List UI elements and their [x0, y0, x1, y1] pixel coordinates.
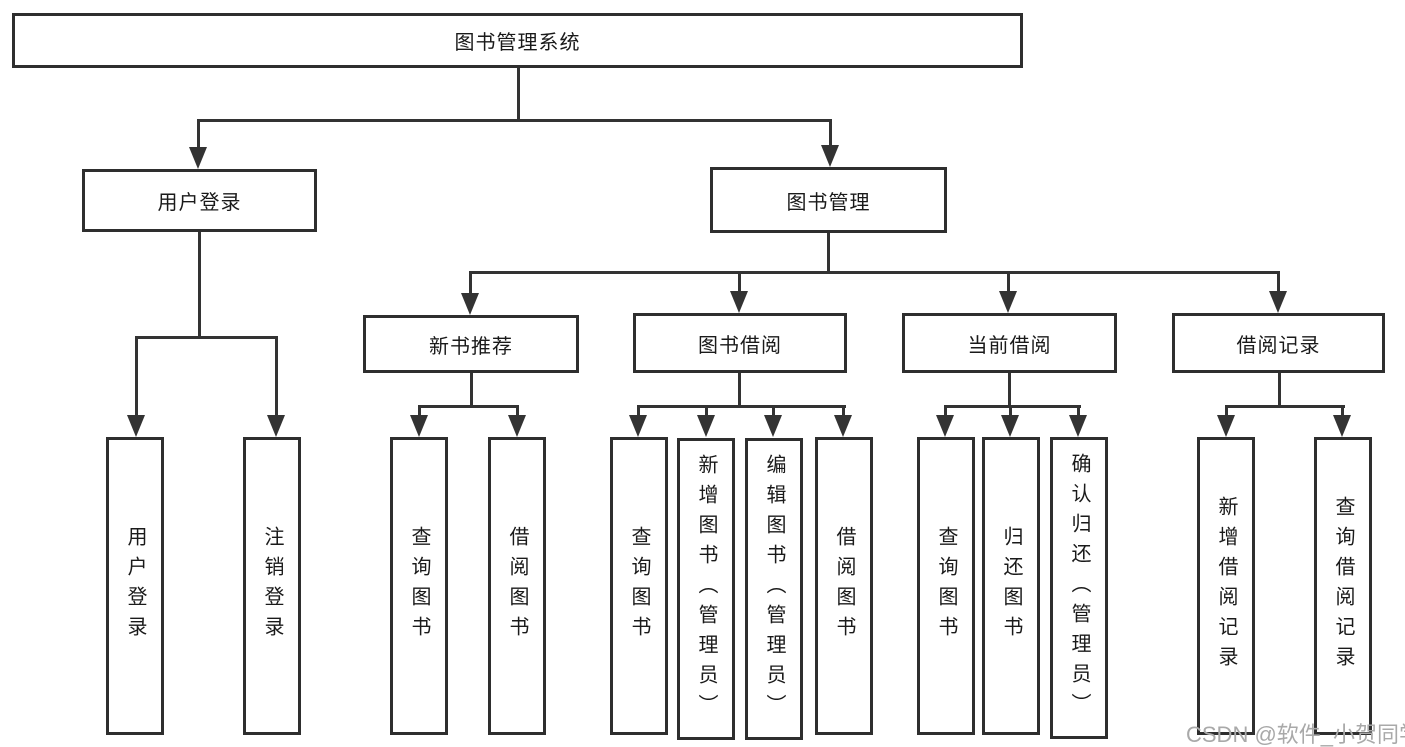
connector-line — [944, 405, 947, 421]
connector-line — [772, 405, 775, 421]
node-user-login: 用户登录 — [82, 169, 317, 232]
connector-line — [1225, 405, 1345, 408]
node-book-borrowing: 图书借阅 — [633, 313, 847, 373]
node-current-borrowing: 当前借阅 — [902, 313, 1117, 373]
connector-line — [1278, 373, 1281, 408]
arrow-down-icon — [629, 415, 647, 437]
leaf-borrow-books-recommend: 借阅图书 — [488, 437, 546, 735]
arrow-down-icon — [764, 415, 782, 437]
leaf-user-login: 用户登录 — [106, 437, 164, 735]
arrow-down-icon — [1333, 415, 1351, 437]
connector-line — [738, 271, 741, 295]
arrow-down-icon — [189, 147, 207, 169]
leaf-return-books: 归还图书 — [982, 437, 1040, 735]
connector-line — [418, 405, 421, 421]
connector-line — [1007, 271, 1010, 295]
connector-line — [637, 405, 846, 408]
arrow-down-icon — [410, 415, 428, 437]
arrow-down-icon — [1217, 415, 1235, 437]
connector-line — [1225, 405, 1228, 421]
arrow-down-icon — [1001, 415, 1019, 437]
connector-line — [829, 119, 832, 151]
connector-line — [738, 373, 741, 408]
arrow-down-icon — [999, 291, 1017, 313]
connector-line — [705, 405, 708, 421]
connector-line — [469, 271, 472, 297]
watermark: CSDN @软件_小贺同学 — [1186, 722, 1405, 747]
connector-line — [1009, 405, 1012, 421]
connector-line — [1077, 405, 1080, 421]
arrow-down-icon — [127, 415, 145, 437]
connector-line — [842, 405, 845, 421]
connector-line — [197, 119, 831, 122]
connector-line — [1008, 373, 1011, 408]
connector-line — [827, 233, 830, 274]
arrow-down-icon — [821, 145, 839, 167]
connector-line — [1341, 405, 1344, 421]
connector-line — [197, 119, 200, 153]
leaf-add-books-admin: 新增图书（管理员） — [677, 438, 735, 740]
connector-line — [135, 336, 138, 420]
connector-line — [637, 405, 640, 421]
arrow-down-icon — [936, 415, 954, 437]
leaf-query-books-current: 查询图书 — [917, 437, 975, 735]
connector-line — [469, 271, 1280, 274]
arrow-down-icon — [1269, 291, 1287, 313]
node-book-management: 图书管理 — [710, 167, 947, 233]
connector-line — [1277, 271, 1280, 295]
connector-line — [135, 336, 278, 339]
arrow-down-icon — [834, 415, 852, 437]
arrow-down-icon — [508, 415, 526, 437]
arrow-down-icon — [730, 291, 748, 313]
node-borrowing-records: 借阅记录 — [1172, 313, 1385, 373]
node-root: 图书管理系统 — [12, 13, 1023, 68]
leaf-logout: 注销登录 — [243, 437, 301, 735]
connector-line — [198, 232, 201, 339]
leaf-query-books-borrowing: 查询图书 — [610, 437, 668, 735]
node-new-book-recommend: 新书推荐 — [363, 315, 579, 373]
arrow-down-icon — [461, 293, 479, 315]
leaf-confirm-return-admin: 确认归还（管理员） — [1050, 437, 1108, 739]
leaf-query-borrow-record: 查询借阅记录 — [1314, 437, 1372, 735]
connector-line — [516, 405, 519, 421]
connector-line — [944, 405, 1081, 408]
connector-line — [418, 405, 519, 408]
leaf-borrow-books: 借阅图书 — [815, 437, 873, 735]
connector-line — [470, 373, 473, 408]
connector-line — [275, 336, 278, 420]
leaf-add-borrow-record: 新增借阅记录 — [1197, 437, 1255, 735]
leaf-query-books-recommend: 查询图书 — [390, 437, 448, 735]
leaf-edit-books-admin: 编辑图书（管理员） — [745, 438, 803, 740]
arrow-down-icon — [1069, 415, 1087, 437]
arrow-down-icon — [697, 415, 715, 437]
connector-line — [517, 68, 520, 122]
arrow-down-icon — [267, 415, 285, 437]
